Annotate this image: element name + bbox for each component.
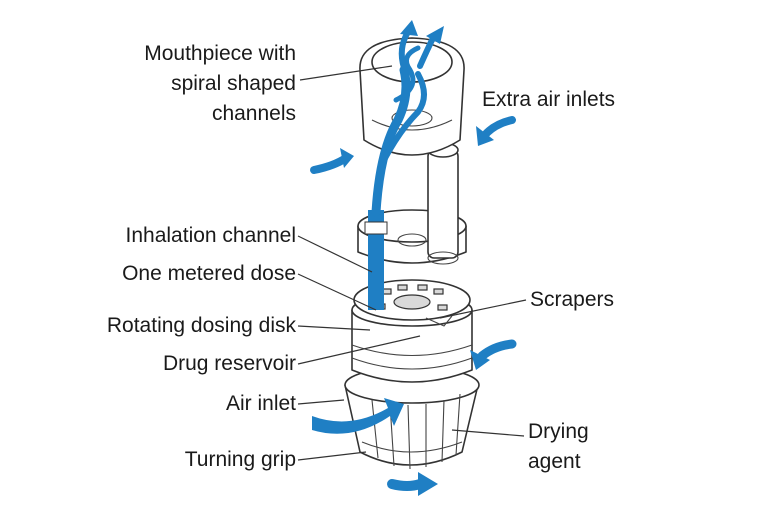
label-mouthpiece-line2: spiral shaped (171, 72, 296, 95)
inhaler-illustration (310, 20, 517, 496)
leader-scrapers (439, 299, 527, 319)
leader-turning-grip (297, 451, 367, 461)
label-inhalation-channel: Inhalation channel (126, 224, 296, 247)
airflow-arrows (310, 20, 517, 496)
label-rotating-dosing-disk: Rotating dosing disk (107, 314, 297, 337)
label-mouthpiece-line1: Mouthpiece with (144, 42, 296, 65)
label-air-inlet: Air inlet (226, 392, 296, 415)
leader-rotating-dosing-disk (297, 325, 371, 331)
label-drying-agent-line1: Drying (528, 420, 589, 443)
label-extra-air-inlets: Extra air inlets (482, 88, 615, 111)
leader-lines (297, 65, 527, 461)
labels: Mouthpiece with spiral shaped channels E… (107, 42, 615, 473)
leader-inhalation-channel (297, 235, 373, 273)
label-turning-grip: Turning grip (185, 448, 296, 471)
leader-mouthpiece (299, 65, 393, 81)
mouthpiece-part (359, 37, 465, 156)
leader-air-inlet (297, 399, 345, 405)
label-scrapers: Scrapers (530, 288, 614, 311)
drying-agent-capsule (427, 142, 459, 265)
inhalation-channel-tube (364, 45, 427, 310)
label-drug-reservoir: Drug reservoir (163, 352, 296, 375)
leader-one-metered-dose (297, 273, 377, 311)
label-mouthpiece-line3: channels (212, 102, 296, 125)
label-one-metered-dose: One metered dose (122, 262, 296, 285)
leader-drying-agent (451, 429, 525, 437)
label-drying-agent-line2: agent (528, 450, 581, 473)
leader-drug-reservoir (297, 335, 421, 365)
